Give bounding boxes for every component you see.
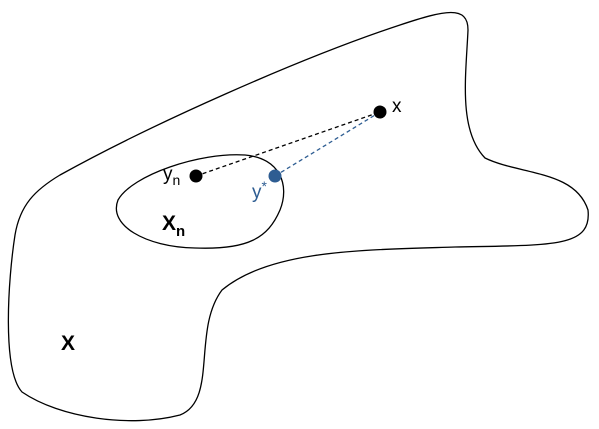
label-inner-region-xn: Xn xyxy=(162,212,185,240)
label-yn: yn xyxy=(163,164,180,188)
label-x: x xyxy=(392,96,402,117)
label-ystar: y* xyxy=(252,178,268,203)
label-outer-region-x: X xyxy=(61,332,75,355)
point-ystar xyxy=(268,169,282,183)
point-yn xyxy=(189,169,203,183)
inner-region-xn xyxy=(115,154,285,249)
dashed-line-yn-to-x xyxy=(195,111,381,177)
outer-region-x xyxy=(7,11,589,422)
dashed-line-ystar-to-x xyxy=(274,111,381,177)
point-x xyxy=(373,105,387,119)
